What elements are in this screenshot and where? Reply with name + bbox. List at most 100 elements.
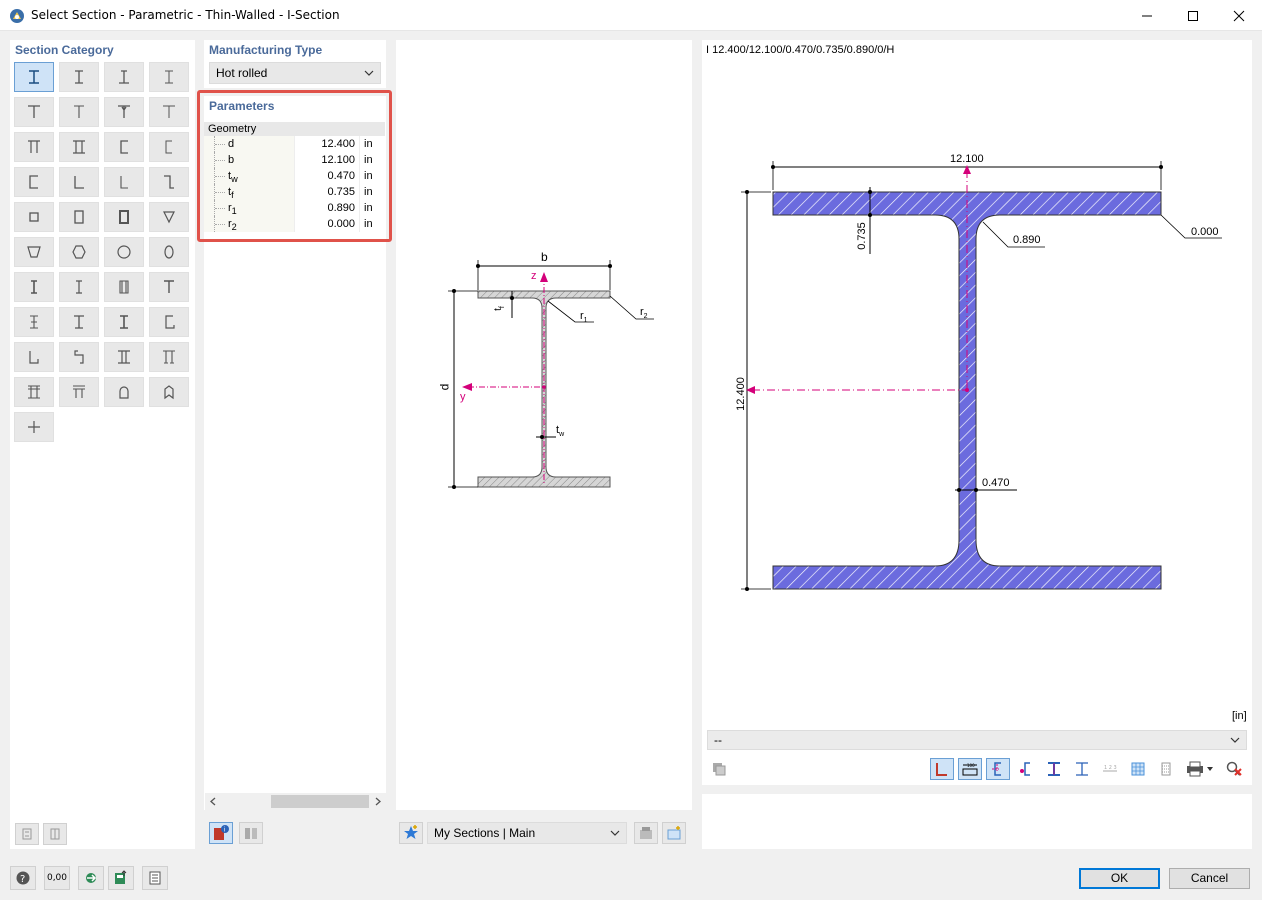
cancel-button[interactable]: Cancel xyxy=(1169,868,1250,889)
database-button[interactable] xyxy=(142,866,168,890)
category-channel-2-button[interactable] xyxy=(14,167,54,197)
category-t-taper-button[interactable] xyxy=(104,97,144,127)
category-trapezoid-button[interactable] xyxy=(149,202,189,232)
z-section-icon xyxy=(74,350,84,364)
scrollbar-thumb[interactable] xyxy=(271,795,369,808)
category-double-t-button[interactable] xyxy=(59,132,99,162)
category-arch-2-button[interactable] xyxy=(149,377,189,407)
units-button[interactable]: 0,00 xyxy=(44,866,70,890)
category-t-slim-button[interactable] xyxy=(59,97,99,127)
category-polygon-button[interactable] xyxy=(59,237,99,267)
show-section-button[interactable] xyxy=(930,758,954,780)
param-value[interactable]: 0.890 xyxy=(294,200,358,216)
param-row-tf[interactable]: tf 0.735 in xyxy=(204,184,385,200)
category-pi-welded-button[interactable] xyxy=(149,342,189,372)
param-row-tw[interactable]: tw 0.470 in xyxy=(204,168,385,184)
schematic-tf-label: tf xyxy=(492,306,506,311)
category-pi-section-button[interactable] xyxy=(14,132,54,162)
cat-view-button-2[interactable] xyxy=(43,823,67,845)
category-z-section-button[interactable] xyxy=(149,167,189,197)
t-section-icon xyxy=(163,105,175,118)
show-dimensions-button[interactable]: 100 xyxy=(958,758,982,780)
category-arch-button[interactable] xyxy=(104,377,144,407)
category-i-cover-button[interactable] xyxy=(59,307,99,337)
category-channel-button[interactable] xyxy=(104,132,144,162)
channel-icon xyxy=(29,175,38,189)
close-button[interactable] xyxy=(1216,0,1262,31)
category-i-unsym-button[interactable] xyxy=(104,62,144,92)
category-channel-welded-button[interactable] xyxy=(149,307,189,337)
export-button[interactable] xyxy=(108,866,134,890)
category-angle-button[interactable] xyxy=(59,167,99,197)
parameters-horizontal-scrollbar[interactable] xyxy=(205,793,386,810)
show-table-button[interactable] xyxy=(1154,758,1178,780)
category-channel-slim-button[interactable] xyxy=(149,132,189,162)
show-numbering-button[interactable]: 1 2 3 xyxy=(1098,758,1122,780)
i-section-icon xyxy=(165,70,173,84)
show-stress-points-button[interactable] xyxy=(1070,758,1094,780)
ok-button[interactable]: OK xyxy=(1079,868,1160,889)
category-z-welded-button[interactable] xyxy=(14,342,54,372)
category-pi-double-button[interactable] xyxy=(59,377,99,407)
save-to-library-button[interactable] xyxy=(634,822,658,844)
reset-view-button[interactable] xyxy=(1222,758,1246,780)
show-axes-button[interactable] xyxy=(986,758,1010,780)
category-i-taper-button[interactable] xyxy=(59,62,99,92)
category-trapezoid-2-button[interactable] xyxy=(14,237,54,267)
category-double-i-2-button[interactable] xyxy=(14,377,54,407)
category-angle-slim-button[interactable] xyxy=(104,167,144,197)
category-z-welded-2-button[interactable] xyxy=(59,342,99,372)
render-settings-button[interactable] xyxy=(707,758,731,780)
param-value[interactable]: 0.470 xyxy=(294,168,358,184)
ellipse-icon xyxy=(164,245,174,259)
export-icon xyxy=(115,870,127,884)
library-button[interactable] xyxy=(239,822,263,844)
library-dropdown[interactable]: My Sections | Main xyxy=(427,822,627,844)
category-i-welded-button[interactable] xyxy=(14,272,54,302)
category-add-button[interactable] xyxy=(14,412,54,442)
channel-icon xyxy=(165,140,172,154)
favorite-button[interactable] xyxy=(399,822,423,844)
section-list-icon xyxy=(22,828,32,840)
maximize-button[interactable] xyxy=(1170,0,1216,31)
minimize-button[interactable] xyxy=(1124,0,1170,31)
param-row-d[interactable]: d 12.400 in xyxy=(204,136,385,152)
category-rect-solid-button[interactable] xyxy=(104,202,144,232)
param-value[interactable]: 0.000 xyxy=(294,216,358,232)
show-i-section-button[interactable] xyxy=(1042,758,1066,780)
geometry-group-header[interactable]: Geometry xyxy=(204,122,385,136)
param-value[interactable]: 12.100 xyxy=(294,152,358,168)
category-circle-button[interactable] xyxy=(104,237,144,267)
preview-dropdown[interactable]: -- xyxy=(707,730,1247,750)
category-square-button[interactable] xyxy=(14,202,54,232)
i-section-icon xyxy=(76,280,82,294)
info-button[interactable]: i xyxy=(209,822,233,844)
category-ellipse-button[interactable] xyxy=(149,237,189,267)
manufacturing-type-dropdown[interactable]: Hot rolled xyxy=(209,62,381,84)
category-i-slim-button[interactable] xyxy=(149,62,189,92)
category-t-welded-button[interactable] xyxy=(149,272,189,302)
show-centroid-button[interactable] xyxy=(1014,758,1038,780)
category-i-welded-2-button[interactable] xyxy=(59,272,99,302)
param-value[interactable]: 12.400 xyxy=(294,136,358,152)
param-row-r1[interactable]: r1 0.890 in xyxy=(204,200,385,216)
param-row-r2[interactable]: r2 0.000 in xyxy=(204,216,385,232)
print-button[interactable] xyxy=(1182,758,1218,780)
import-button[interactable] xyxy=(78,866,104,890)
param-row-b[interactable]: b 12.100 in xyxy=(204,152,385,168)
category-double-i-button[interactable] xyxy=(104,342,144,372)
category-t-thin-button[interactable] xyxy=(149,97,189,127)
category-t-section-button[interactable] xyxy=(14,97,54,127)
new-library-button[interactable] xyxy=(662,822,686,844)
minimize-icon xyxy=(1142,15,1152,16)
category-rectangle-button[interactable] xyxy=(59,202,99,232)
show-grid-button[interactable] xyxy=(1126,758,1150,780)
category-i-hybrid-button[interactable] xyxy=(104,307,144,337)
category-i-plate-button[interactable] xyxy=(14,307,54,337)
category-box-button[interactable] xyxy=(104,272,144,302)
param-value[interactable]: 0.735 xyxy=(294,184,358,200)
arch-icon xyxy=(164,385,174,400)
cat-view-button-1[interactable] xyxy=(15,823,39,845)
category-i-section-button[interactable] xyxy=(14,62,54,92)
help-button[interactable]: ? xyxy=(10,866,36,890)
